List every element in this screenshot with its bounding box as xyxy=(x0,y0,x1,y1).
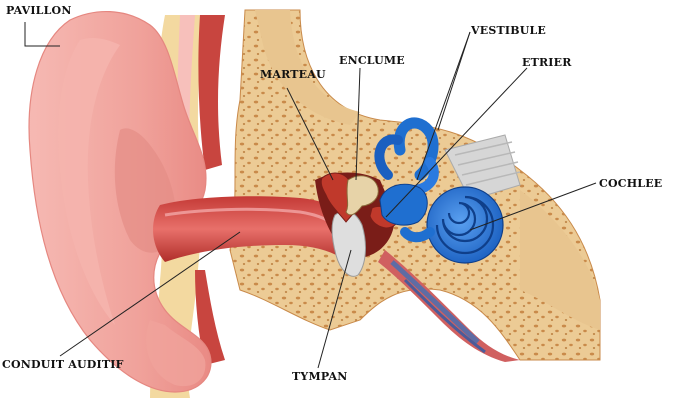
auditory-nerve xyxy=(444,134,521,201)
leader-conduit-auditif xyxy=(59,231,241,357)
pinna-lobe xyxy=(146,320,206,387)
label-tympan: TYMPAN xyxy=(292,370,348,383)
eustachian-tube-lining xyxy=(390,260,480,344)
incus xyxy=(345,175,379,216)
label-marteau: MARTEAU xyxy=(260,68,326,81)
leader-marteau xyxy=(286,87,334,181)
auditory-nerve-fibers xyxy=(454,141,521,186)
skull-outer-layer xyxy=(255,10,360,125)
label-vestibule: VESTIBULE xyxy=(471,24,547,37)
label-etrier: ETRIER xyxy=(522,56,572,69)
leader-enclume xyxy=(355,67,361,181)
leader-etrier xyxy=(385,67,528,218)
muscle-layer xyxy=(198,15,225,170)
leader-cochlee xyxy=(469,182,597,231)
bone-lower-region xyxy=(520,190,600,330)
label-conduit-auditif: CONDUIT AUDITIF xyxy=(2,358,124,371)
semicircular-canal-posterior xyxy=(374,134,403,180)
label-enclume: ENCLUME xyxy=(339,54,405,67)
leader-pavillon xyxy=(24,22,60,47)
leader-vestibule-2 xyxy=(437,31,471,131)
label-pavillon: PAVILLON xyxy=(6,4,72,17)
cochlea xyxy=(400,186,504,264)
eustachian-tube xyxy=(378,250,520,362)
tympanic-membrane xyxy=(331,210,366,277)
malleus xyxy=(320,172,353,223)
pinna-helix-fold xyxy=(58,37,120,325)
leader-vestibule-1 xyxy=(416,31,471,181)
vestibule xyxy=(379,183,428,226)
label-cochlee: COCHLEE xyxy=(599,177,663,190)
carotid-vessel xyxy=(403,278,486,354)
leader-tympan xyxy=(317,249,352,369)
